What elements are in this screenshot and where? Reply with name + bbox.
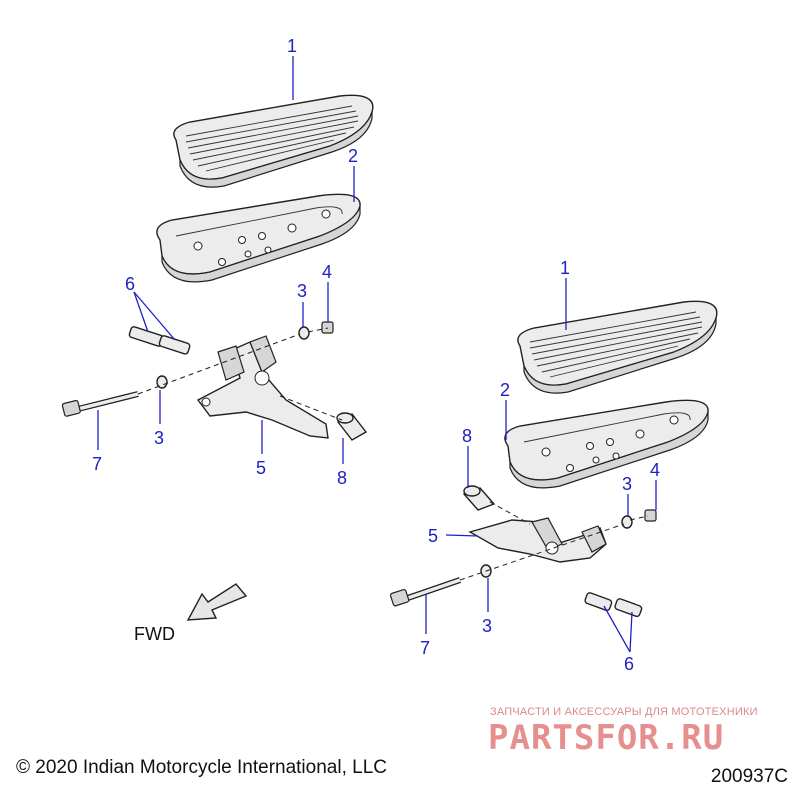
callout-1-top: 1	[287, 36, 297, 56]
bracket-top	[196, 335, 329, 439]
callouts-bottom: 1 2 3 3 4 5 6 7 8	[420, 258, 660, 674]
floorboard-pan-bottom	[504, 399, 709, 489]
watermark-brand-logo: PARTSFOR.RU	[488, 718, 725, 758]
callout-7-top: 7	[92, 454, 102, 474]
forward-label: FWD	[134, 624, 175, 644]
bolts-bottom	[584, 592, 643, 618]
floorboard-pad-top	[173, 94, 374, 188]
callout-3-bottom-right: 3	[622, 474, 632, 494]
leaders-bottom	[425, 278, 657, 653]
floorboard-pad-bottom	[517, 300, 718, 394]
callout-3-top-right: 3	[297, 281, 307, 301]
diagram-number: 200937C	[710, 766, 788, 787]
long-bolt-top	[61, 391, 139, 417]
bracket-bottom	[468, 517, 607, 563]
copyright-notice: © 2020 Indian Motorcycle International, …	[16, 757, 387, 778]
callout-4-bottom: 4	[650, 460, 660, 480]
callout-3-top-left: 3	[154, 428, 164, 448]
spacer-top	[336, 412, 368, 441]
callout-1-bottom: 1	[560, 258, 570, 278]
callout-8-bottom: 8	[462, 426, 472, 446]
callout-2-bottom: 2	[500, 380, 510, 400]
assembly-lines-bottom	[459, 501, 649, 581]
callout-8-top: 8	[337, 468, 347, 488]
forward-arrow-icon	[186, 583, 248, 621]
callout-3-bottom-left: 3	[482, 616, 492, 636]
callout-2-top: 2	[348, 146, 358, 166]
callout-5-bottom: 5	[428, 526, 438, 546]
floorboard-pan-top	[156, 193, 361, 283]
washers-top	[156, 321, 334, 389]
spacer-bottom	[462, 485, 496, 511]
watermark-tagline: ЗАПЧАСТИ И АКСЕССУАРЫ ДЛЯ МОТОТЕХНИКИ	[490, 706, 758, 718]
callouts-top: 1 2 3 3 4 5 6 7 8	[92, 36, 358, 488]
callout-7-bottom: 7	[420, 638, 430, 658]
callout-6-top: 6	[125, 274, 135, 294]
assembly-lines-top	[137, 327, 343, 421]
callout-6-bottom: 6	[624, 654, 634, 674]
callout-5-top: 5	[256, 458, 266, 478]
bolts-top	[128, 326, 191, 355]
long-bolt-bottom	[389, 577, 461, 607]
callout-4-top: 4	[322, 262, 332, 282]
leaders-top	[97, 56, 355, 464]
